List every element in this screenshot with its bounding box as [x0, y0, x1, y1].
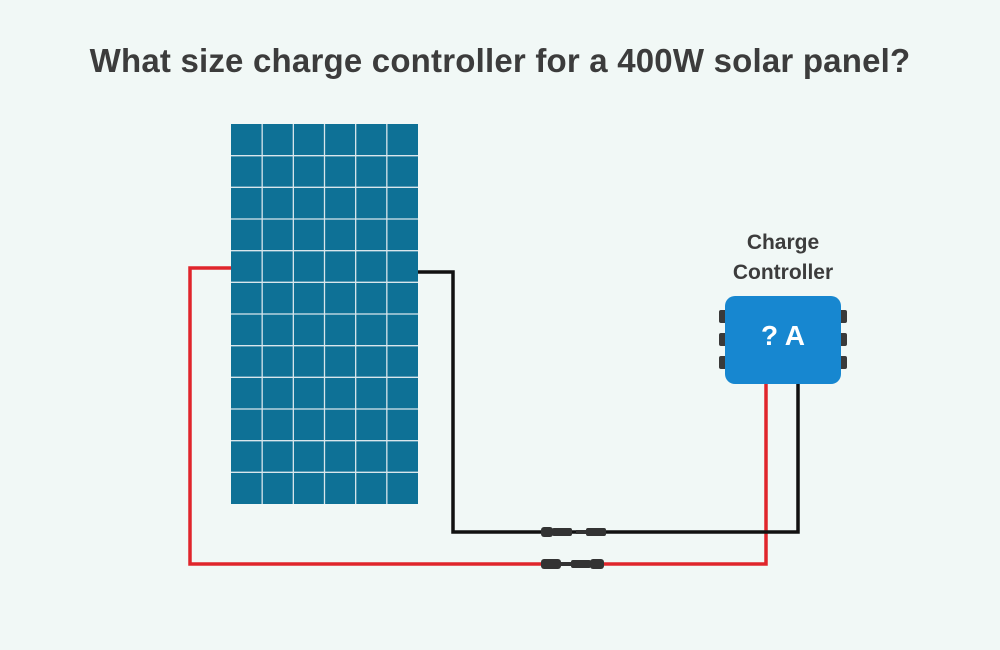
negative-wire — [416, 270, 800, 534]
charge-controller-label-line1: Charge — [746, 231, 820, 254]
charge-controller-label: Charge Controller — [700, 228, 866, 288]
positive-wire-connector — [541, 559, 604, 569]
charge-controller-box — [725, 296, 841, 384]
positive-wire — [188, 266, 768, 566]
charge-controller: ? A — [719, 296, 847, 384]
charge-controller-label-line2: Controller — [732, 261, 834, 284]
page-title: What size charge controller for a 400W s… — [89, 42, 911, 79]
negative-wire-connector — [541, 527, 606, 537]
wires — [188, 266, 800, 566]
solar-panel-cell-grid — [231, 124, 418, 504]
charge-controller-rating: ? A — [761, 320, 805, 351]
solar-panel — [231, 124, 418, 504]
